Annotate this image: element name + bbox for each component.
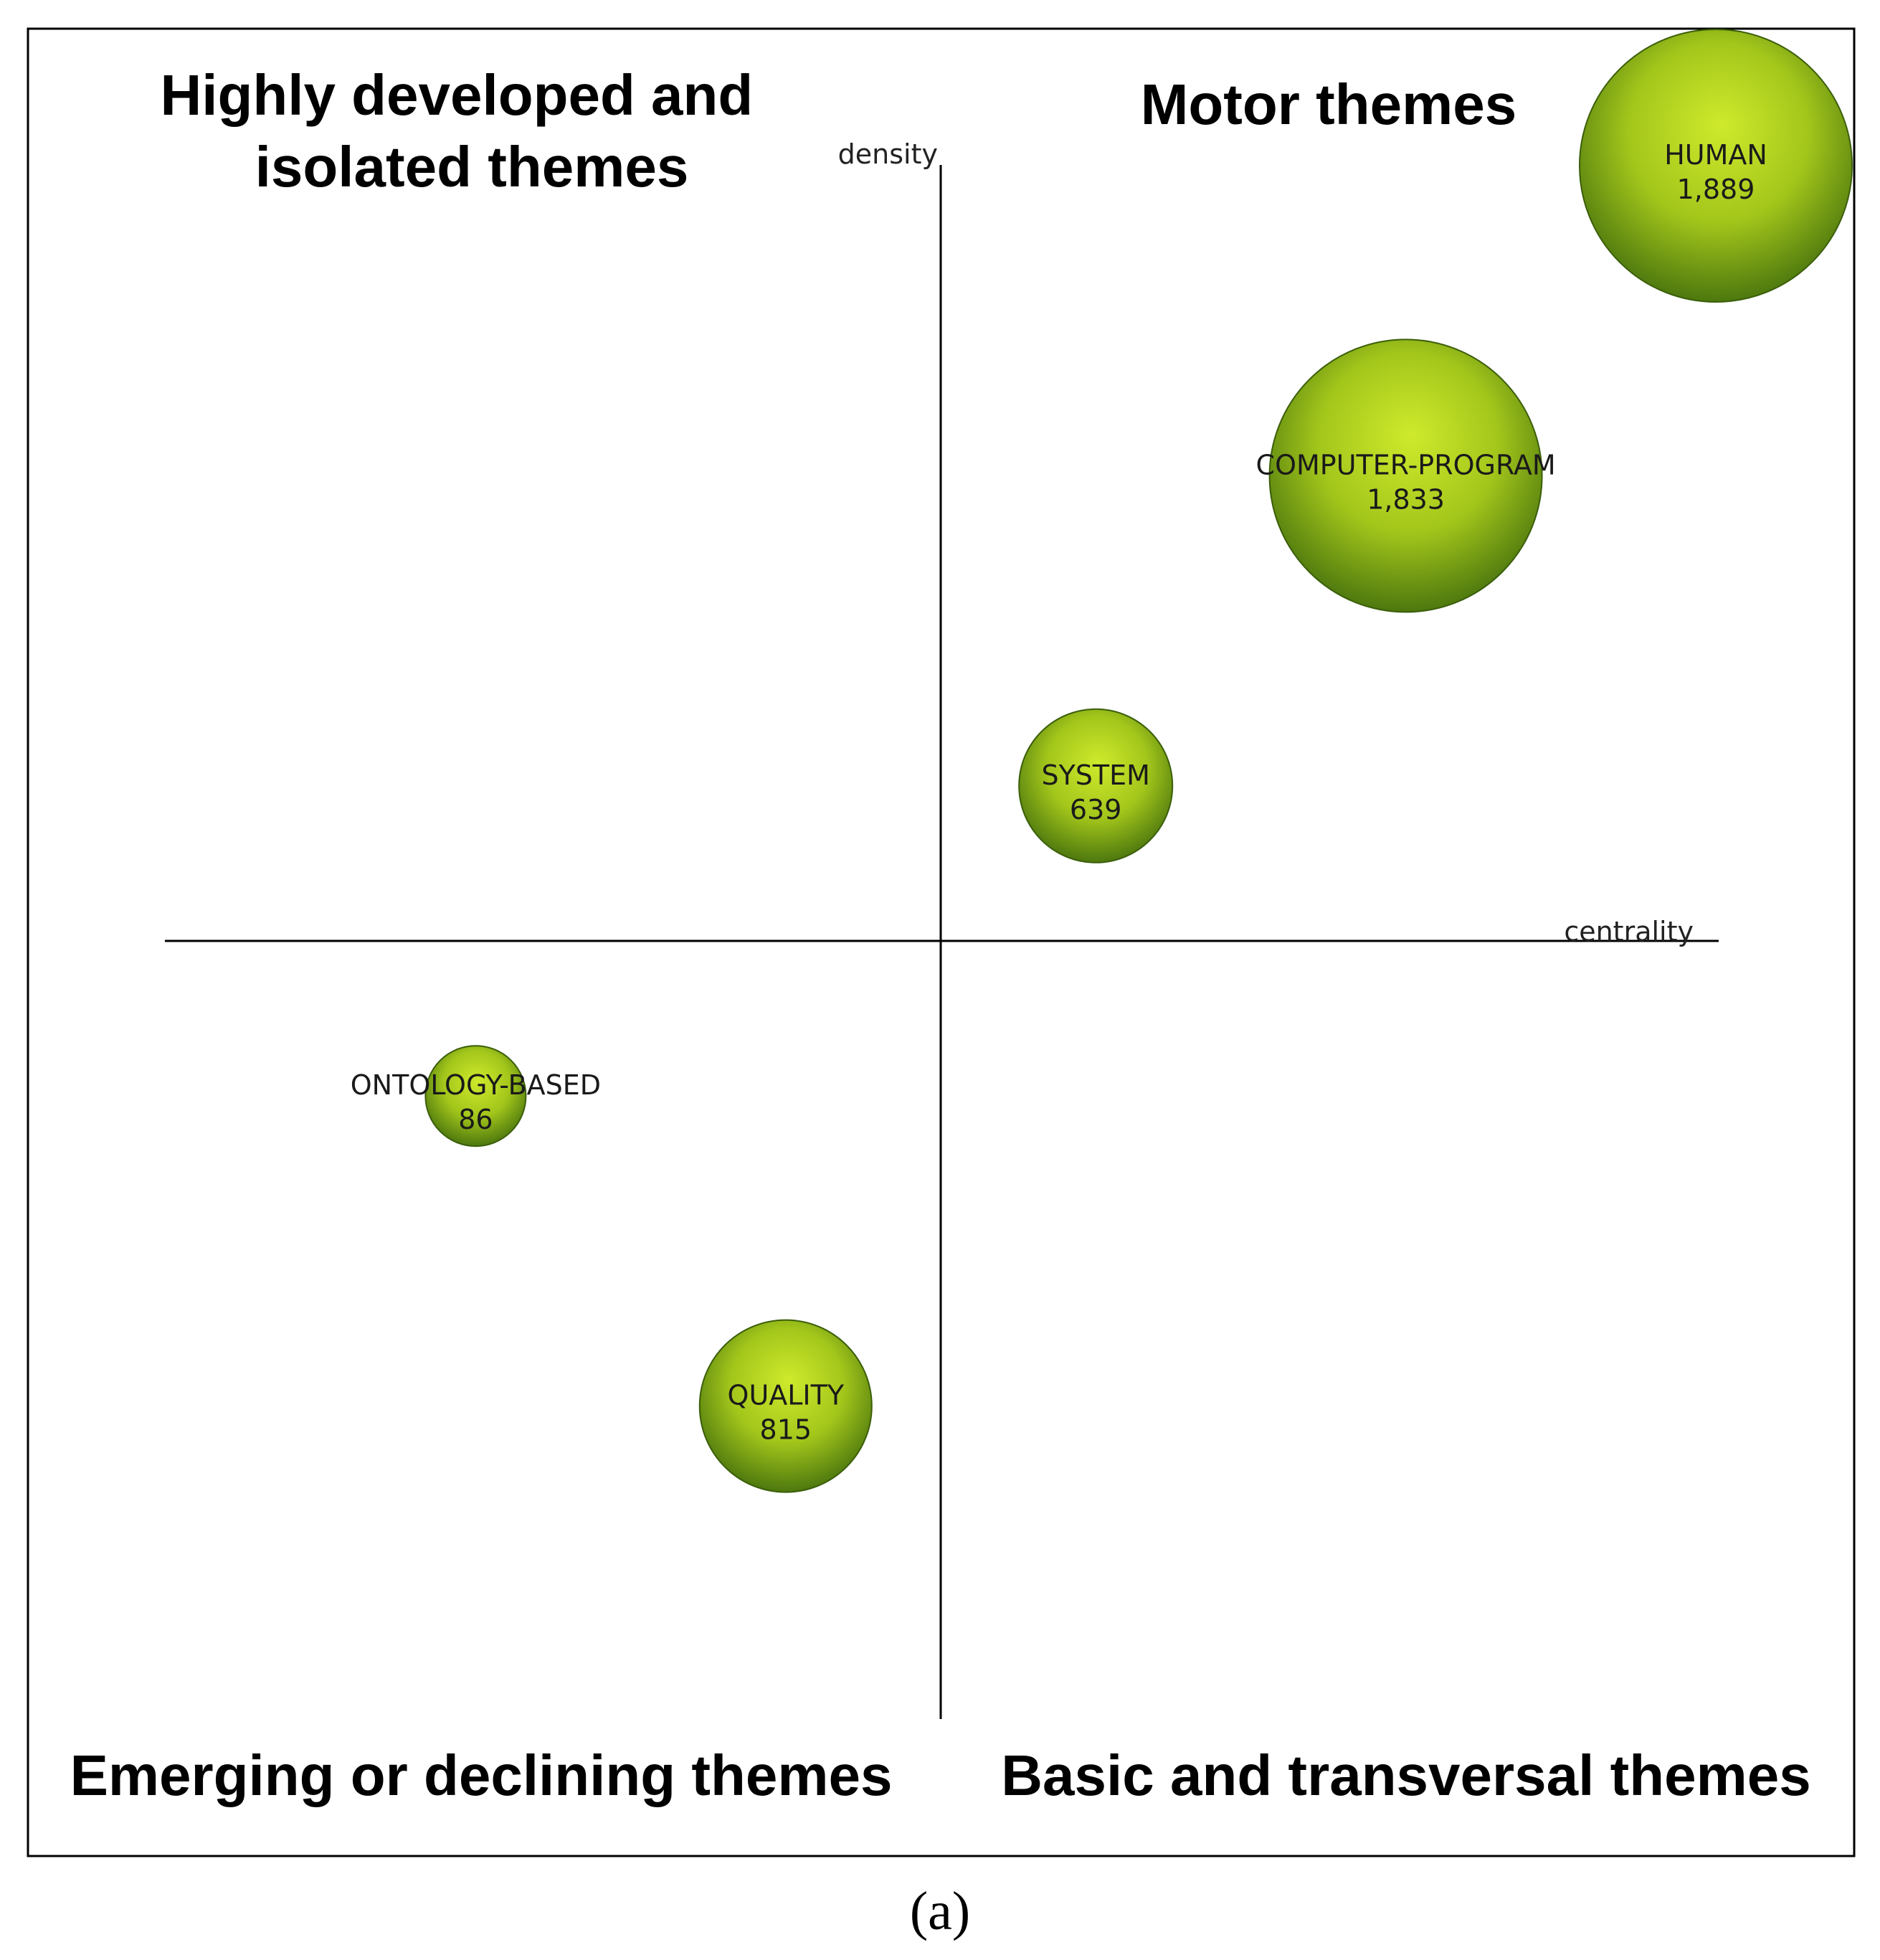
bubble-value-system: 639	[1070, 794, 1122, 825]
bubble-label-system: SYSTEM	[1041, 759, 1149, 791]
bubble-label-computer-program: COMPUTER-PROGRAM	[1256, 449, 1556, 480]
bubble-label-human: HUMAN	[1664, 139, 1767, 171]
y-axis-label: density	[838, 138, 938, 170]
quadrant-label-top-left: Highly developed and isolated themes	[160, 63, 769, 199]
bubble-label-quality: QUALITY	[728, 1380, 845, 1411]
bubble-system	[1018, 708, 1174, 863]
quadrant-label-bottom-left: Emerging or declining themes	[70, 1743, 893, 1807]
bubble-ontology-based	[424, 1045, 527, 1147]
bubble-value-computer-program: 1,833	[1367, 483, 1445, 515]
x-axis-label: centrality	[1564, 916, 1694, 947]
quadrant-label-top-left-line2: isolated themes	[255, 135, 689, 199]
bubble-human	[1579, 29, 1853, 303]
bubble-value-human: 1,889	[1677, 174, 1755, 205]
quadrant-label-top-left-line1: Highly developed and	[160, 63, 753, 127]
bubble-label-ontology-based: ONTOLOGY-BASED	[351, 1069, 601, 1101]
bubble-value-ontology-based: 86	[458, 1104, 493, 1135]
quadrant-label-bottom-right: Basic and transversal themes	[1001, 1743, 1810, 1807]
bubble-value-quality: 815	[760, 1414, 812, 1446]
bubble-layer: HUMAN1,889COMPUTER-PROGRAM1,833SYSTEM639…	[351, 29, 1853, 1493]
bubble-computer-program	[1268, 338, 1543, 613]
plot-frame	[27, 27, 1856, 1857]
figure-caption: (a)	[910, 1881, 970, 1941]
quadrant-label-top-right: Motor themes	[1141, 72, 1517, 136]
bubble-quality	[698, 1319, 873, 1493]
